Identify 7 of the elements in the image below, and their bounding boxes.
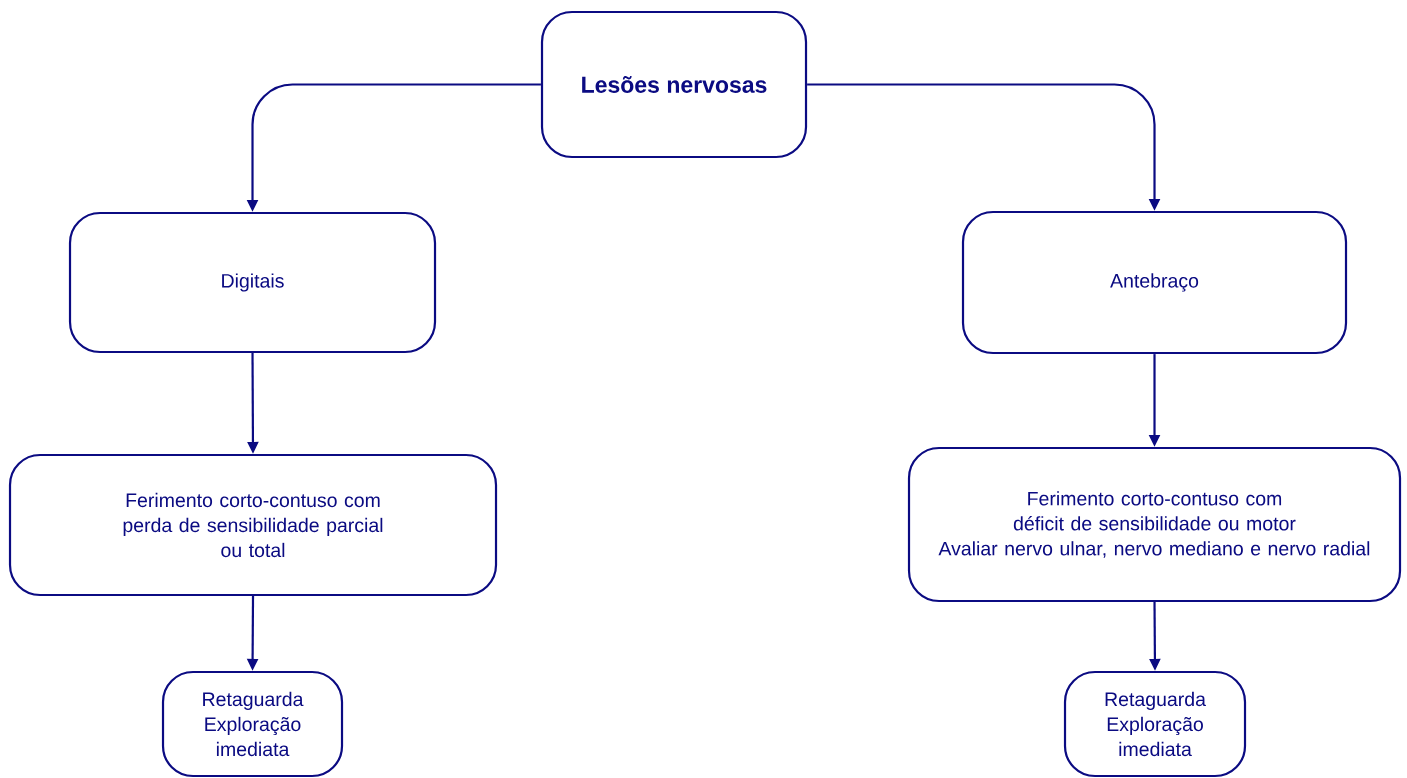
process-box: Ferimento corto-contuso com déficit de sensibilidade ou motor Avaliar nervo ulnar, nervo mediano e nervo radial [907,446,1402,603]
process-box: Ferimento corto-contuso com perda de sensibilidade parcial ou total [8,453,498,597]
process-box: Digitais [68,211,437,354]
process-box: Lesões nervosas [540,10,808,159]
process-box: Retaguarda Exploração imediata [161,670,344,778]
process-box: Retaguarda Exploração imediata [1063,670,1247,778]
process-box: Antebraço [961,210,1348,355]
